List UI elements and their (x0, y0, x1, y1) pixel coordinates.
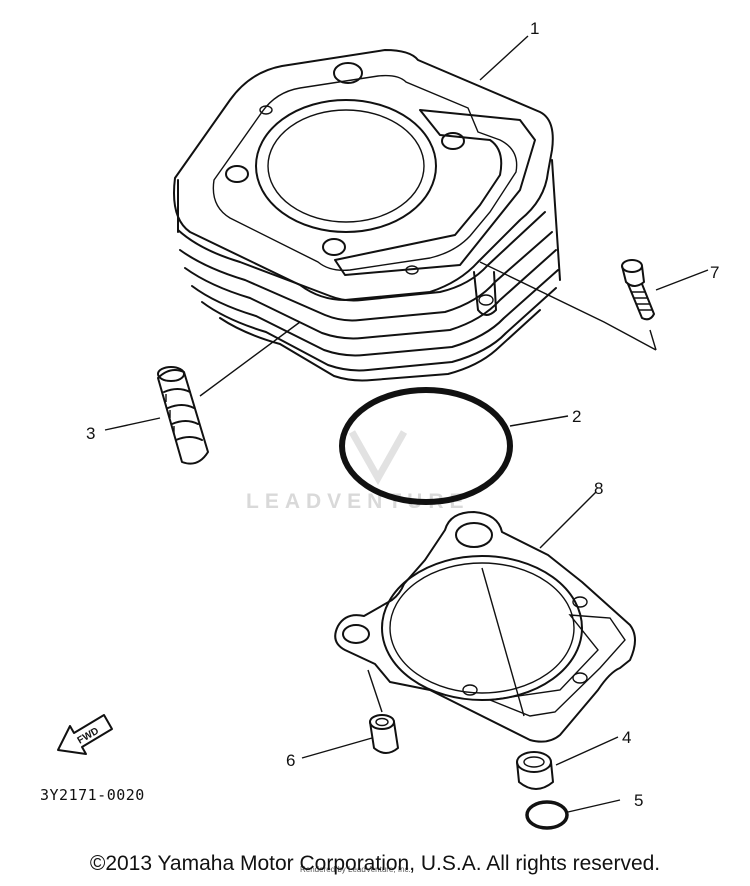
callout-4: 4 (622, 728, 631, 747)
callout-8: 8 (594, 479, 603, 498)
small-o-ring (525, 800, 569, 830)
fwd-arrow-icon: FWD (57, 714, 113, 755)
dowel-pin-2 (516, 751, 554, 790)
cylinder-block (173, 49, 561, 382)
dowel-pin (369, 714, 399, 754)
diagram-part-number: 3Y2171-0020 (40, 786, 145, 804)
callout-3: 3 (86, 424, 95, 443)
tiny-credit: Rendered by LeadVenture, Inc. (300, 865, 411, 874)
callout-7: 7 (710, 263, 719, 282)
dowel-sleeve (157, 366, 209, 465)
copyright-notice: ©2013 Yamaha Motor Corporation, U.S.A. A… (89, 852, 661, 875)
o-ring (339, 387, 513, 505)
callout-5: 5 (634, 791, 643, 810)
cylinder-gasket (334, 511, 636, 743)
callout-1: 1 (530, 19, 539, 38)
watermark-text: LEADVENTURE (246, 490, 470, 513)
watermark: LEADVENTURE (246, 430, 470, 513)
callout-2: 2 (572, 407, 581, 426)
callout-6: 6 (286, 751, 295, 770)
bolt (621, 259, 655, 321)
leader-lines (104, 35, 709, 813)
callout-labels: 1 2 3 4 5 6 7 8 (86, 19, 719, 810)
